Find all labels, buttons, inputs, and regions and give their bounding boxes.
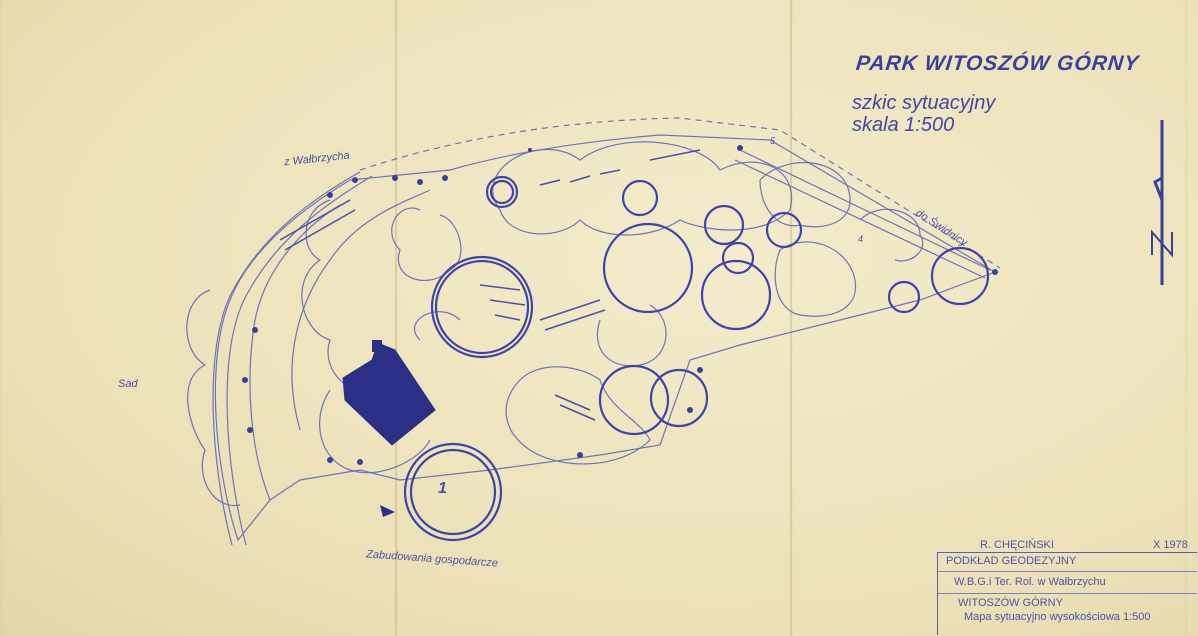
title-block-office: W.B.G.i Ter. Rol. w Wałbrzychu bbox=[954, 576, 1106, 588]
title-block-place: WITOSZÓW GÓRNY bbox=[958, 597, 1063, 609]
marker-1: 1 bbox=[438, 480, 447, 497]
tree-circle bbox=[430, 255, 534, 359]
map-subtitle: szkic sytuacyjny bbox=[852, 92, 996, 114]
inner-path bbox=[291, 189, 431, 431]
title-block-row bbox=[938, 593, 1197, 594]
north-arrow-icon bbox=[1153, 120, 1164, 285]
title-block-basis: PODKŁAD GEODEZYJNY bbox=[946, 555, 1077, 567]
label-orchard: Sad bbox=[118, 378, 138, 390]
north-letter bbox=[1151, 229, 1173, 258]
paper-fold bbox=[395, 0, 397, 636]
left-road bbox=[212, 171, 361, 546]
dashed-boundary bbox=[359, 117, 1001, 269]
paper-fold bbox=[790, 0, 792, 636]
title-block-row: PODKŁAD GEODEZYJNY bbox=[938, 553, 1197, 572]
map-title: PARK WITOSZÓW GÓRNY bbox=[854, 52, 1141, 75]
title-block-author: R. CHĘCIŃSKI bbox=[980, 539, 1054, 551]
map-scale: skala 1:500 bbox=[852, 114, 955, 136]
marker-4: 4 bbox=[858, 234, 864, 244]
building bbox=[342, 342, 436, 446]
title-block-map-type: Mapa sytuacyjno wysokościowa 1:500 bbox=[964, 611, 1151, 623]
tree-canopy bbox=[301, 199, 381, 393]
marker-5: 5 bbox=[770, 136, 776, 146]
title-block-date: X 1978 bbox=[1153, 539, 1188, 551]
title-block: R. CHĘCIŃSKI X 1978 PODKŁAD GEODEZYJNY W… bbox=[937, 539, 1197, 635]
